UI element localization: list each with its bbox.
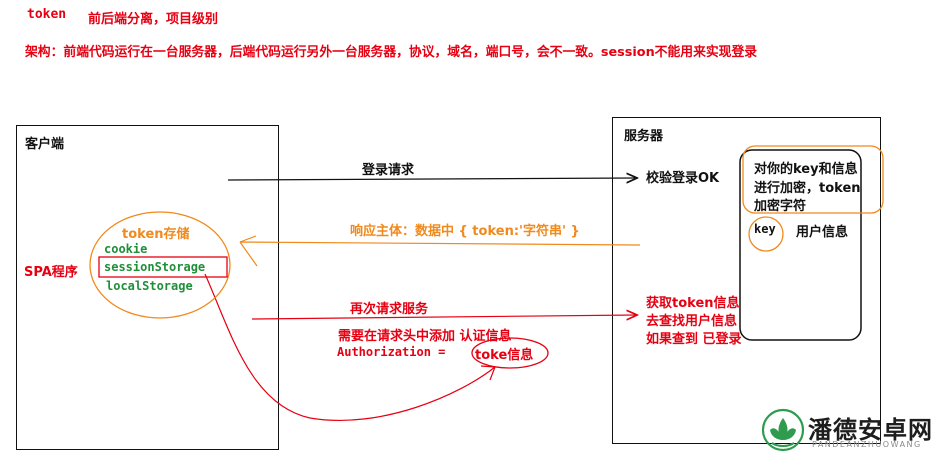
encrypt-line-1: 对你的key和信息 (754, 162, 858, 177)
server-title: 服务器 (624, 129, 664, 144)
fetch-line-1: 获取token信息 (646, 296, 740, 311)
storage-cookie: cookie (104, 242, 148, 256)
token-description: 前后端分离，项目级别 (88, 12, 219, 27)
token-storage-title: token存储 (122, 227, 190, 242)
token-keyword: token (27, 7, 67, 22)
authorization-value: toke信息 (475, 348, 534, 363)
login-request-arrow (227, 178, 636, 180)
storage-ellipse (89, 211, 231, 319)
watermark-logo-icon (761, 408, 805, 452)
client-box (16, 125, 279, 450)
storage-sessionstorage: sessionStorage (104, 260, 206, 274)
encrypt-line-2: 进行加密，token (754, 181, 861, 196)
server-box (612, 117, 881, 444)
spa-program-label: SPA程序 (24, 265, 78, 280)
watermark-name: 潘德安卓网 (808, 416, 933, 444)
request-again-label: 再次请求服务 (350, 302, 429, 317)
key-circle (748, 216, 784, 252)
client-title: 客户端 (25, 137, 65, 152)
encrypt-highlight (742, 145, 884, 214)
sessionstorage-highlight (98, 256, 228, 278)
authorization-prefix: Authorization = (337, 345, 446, 359)
architecture-note: 架构：前端代码运行在一台服务器，后端代码运行另外一台服务器，协议，域名，端口号，… (25, 45, 758, 60)
response-arrow (239, 235, 641, 267)
response-body-label: 响应主体：数据中 { token:'字符串' } (350, 224, 580, 239)
token-info-ellipse (471, 337, 549, 369)
watermark-subtitle: PANDEANZHUOWANG (812, 440, 922, 449)
request-again-arrow (251, 315, 636, 319)
user-info-label: 用户信息 (796, 225, 849, 240)
need-header-label: 需要在请求头中添加 认证信息 (338, 329, 512, 344)
key-label: key (754, 222, 776, 236)
verify-login-label: 校验登录OK (646, 171, 720, 186)
server-inner-box (739, 149, 862, 341)
session-to-header-curve (204, 273, 496, 422)
fetch-line-2: 去查找用户信息 (646, 314, 738, 329)
encrypt-line-3: 加密字符 (754, 199, 807, 214)
login-request-label: 登录请求 (362, 163, 415, 178)
fetch-line-3: 如果查到 已登录 (646, 332, 742, 347)
storage-localstorage: localStorage (106, 279, 193, 293)
